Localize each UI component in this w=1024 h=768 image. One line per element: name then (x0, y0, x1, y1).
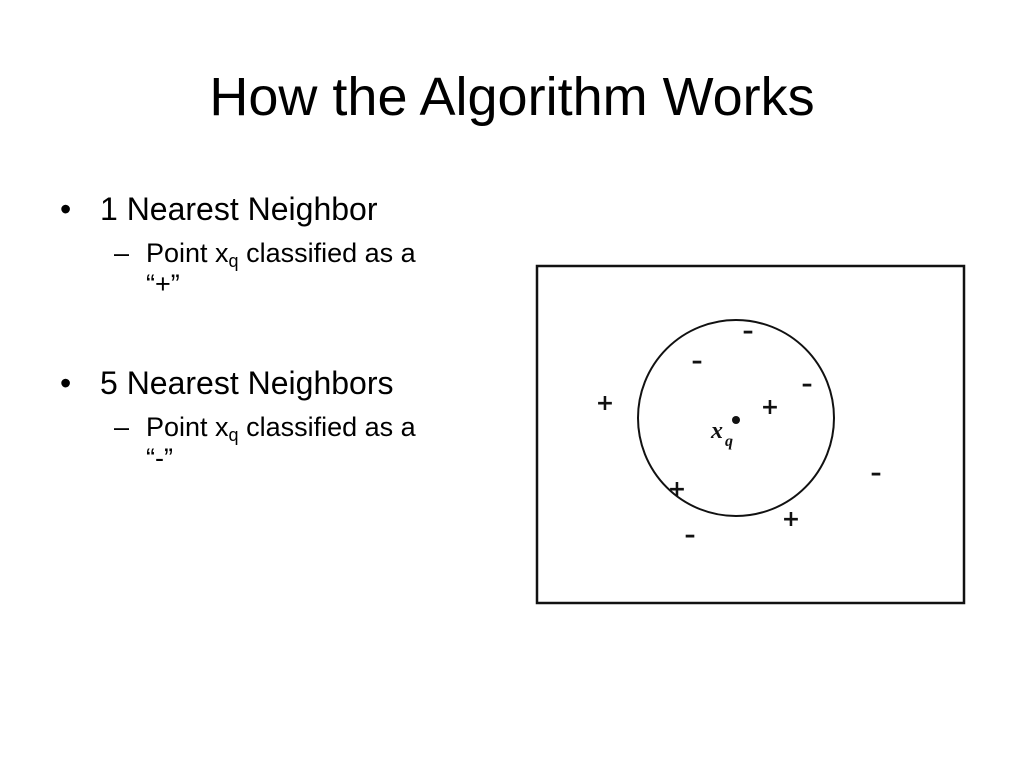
negative-point: – (692, 349, 703, 374)
training-points: ++++––––– (596, 319, 882, 548)
sub-bullet-class-label: “-” (146, 443, 173, 473)
positive-point: + (761, 395, 779, 420)
diagram-frame (535, 264, 966, 605)
bullet-1-nearest-neighbor: • 1 Nearest Neighbor (60, 188, 510, 230)
negative-point: – (685, 523, 696, 548)
sub-bullet-prefix: Point x (146, 238, 229, 268)
bullet-list: • 1 Nearest Neighbor – Point xq classifi… (60, 188, 510, 474)
negative-point: – (743, 319, 754, 344)
sub-bullet-2: – Point xq classified as a “-” (60, 412, 510, 474)
bullet-5-nearest-neighbors: • 5 Nearest Neighbors (60, 362, 510, 404)
spacer (60, 300, 510, 362)
sub-bullet-class-label: “+” (146, 269, 180, 299)
query-point (732, 416, 740, 424)
knn-diagram-svg: x q ++++––––– (535, 264, 966, 605)
query-point-subscript: q (725, 433, 733, 450)
sub-bullet-subscript: q (228, 251, 239, 271)
negative-point: – (871, 461, 882, 486)
bullet-marker: • (60, 365, 72, 401)
sub-bullet-suffix: classified as a (238, 238, 416, 268)
sub-bullet-1: – Point xq classified as a “+” (60, 238, 510, 300)
sub-bullet-prefix: Point x (146, 412, 229, 442)
bullet-text: 5 Nearest Neighbors (100, 365, 394, 401)
query-point-label: x (710, 418, 723, 444)
positive-point: + (782, 507, 800, 532)
sub-bullet-suffix: classified as a (238, 412, 416, 442)
positive-point: + (668, 477, 686, 502)
sub-bullet-subscript: q (228, 425, 239, 445)
sub-bullet-marker: – (114, 238, 130, 268)
slide-title: How the Algorithm Works (209, 67, 815, 127)
negative-point: – (802, 372, 813, 397)
knn-diagram: x q ++++––––– (535, 264, 966, 605)
positive-point: + (596, 391, 614, 416)
sub-bullet-marker: – (114, 412, 130, 442)
bullet-marker: • (60, 191, 72, 227)
bullet-text: 1 Nearest Neighbor (100, 191, 378, 227)
neighborhood-circle (637, 319, 835, 517)
